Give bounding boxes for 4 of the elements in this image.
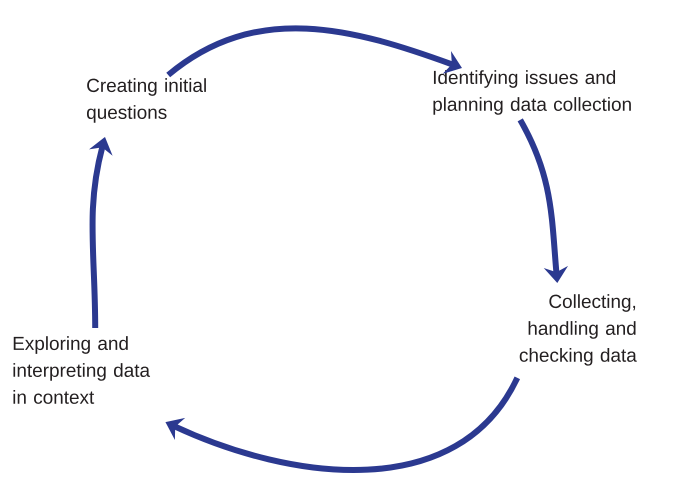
step-label: Identifying issues and planning data collection — [433, 70, 631, 115]
step-label: Collecting, handling and checking data — [520, 294, 637, 366]
step-label: Creating initial questions — [87, 78, 206, 123]
step-label: Exploring and interpreting data in context — [13, 336, 150, 404]
